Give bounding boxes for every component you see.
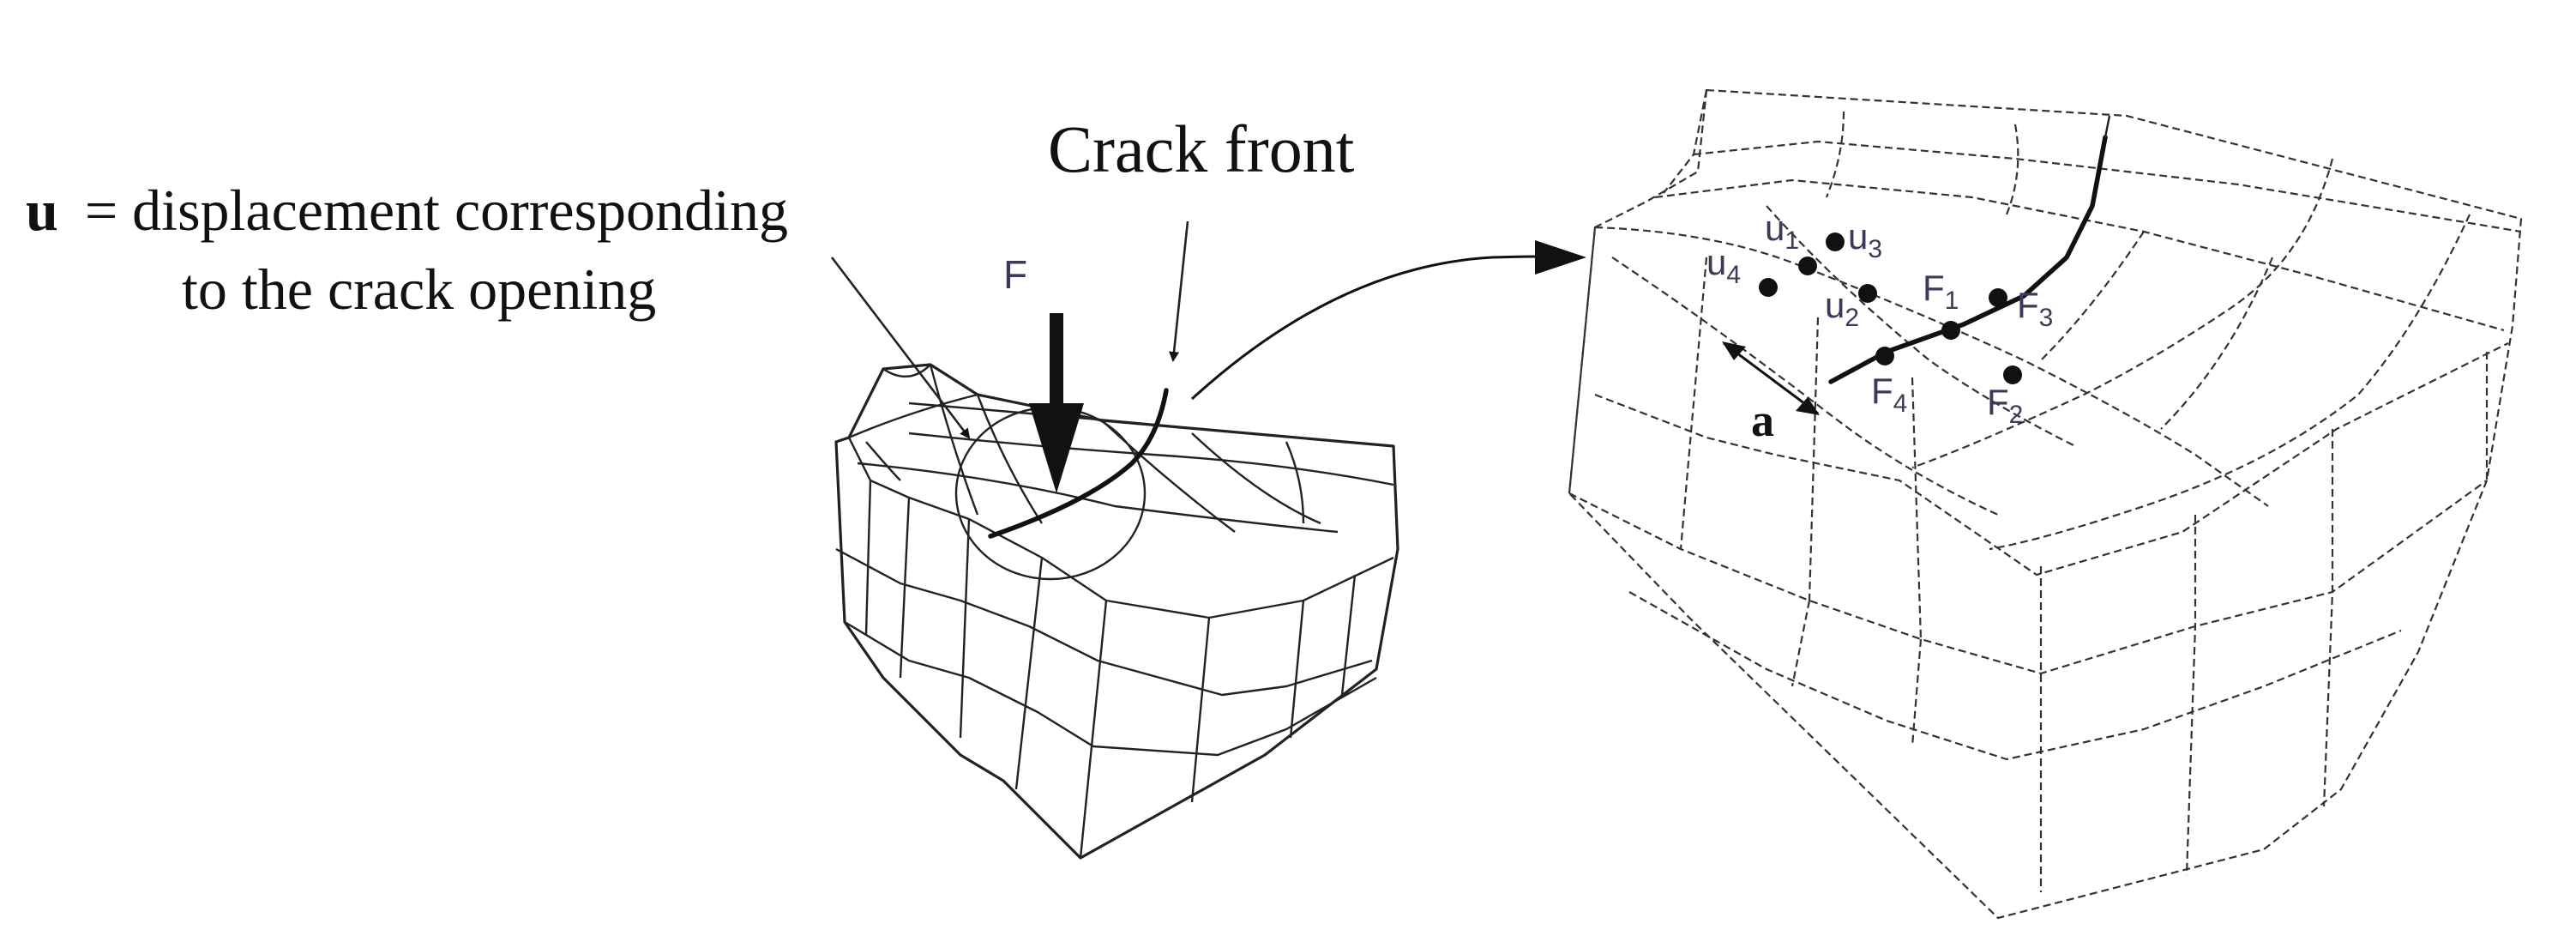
node-labels: u1 u3 u4 u2 F1 F3 F4 F2 [1706,208,2053,429]
node-u1 [1798,257,1817,275]
u-symbol: u [26,178,58,243]
node-u3 [1826,232,1845,251]
node-u2 [1858,284,1877,303]
node-F4 [1875,347,1894,365]
crack-front-small [988,388,1169,539]
label-u1: u1 [1765,208,1799,255]
small-mesh-block [834,363,1399,860]
label-F1: F1 [1923,268,1959,315]
label-F4: F4 [1871,371,1907,418]
u-definition-line1: = displacement corresponding [85,178,788,243]
u-leader-arrow [830,257,971,439]
label-F2: F2 [1987,382,2023,429]
node-F3 [1989,288,2007,307]
mesh-nodes [1759,232,2022,384]
crack-length-indicator: a [1722,341,1820,446]
crack-length-label: a [1751,395,1774,446]
node-F1 [1941,321,1960,340]
node-F2 [2003,365,2022,384]
large-mesh-block [1568,88,2523,920]
label-u2: u2 [1825,285,1859,332]
u-definition-line2: to the crack opening [182,257,656,322]
node-u4 [1759,278,1778,297]
svg-text:u = displacement corresp: u = displacement corresponding [26,178,788,243]
crack-front-annotation: Crack front [1048,112,1355,362]
label-F3: F3 [2017,285,2053,332]
u-definition-annotation: u = displacement corresponding to the cr… [26,178,788,322]
zoom-arrowhead [1535,240,1586,275]
label-u3: u3 [1848,216,1882,263]
force-label: F [1003,252,1027,297]
crack-front-label: Crack front [1048,112,1355,186]
force-arrow: F [1003,252,1084,493]
label-u4: u4 [1706,242,1741,289]
zoom-arrow [1190,255,1579,401]
